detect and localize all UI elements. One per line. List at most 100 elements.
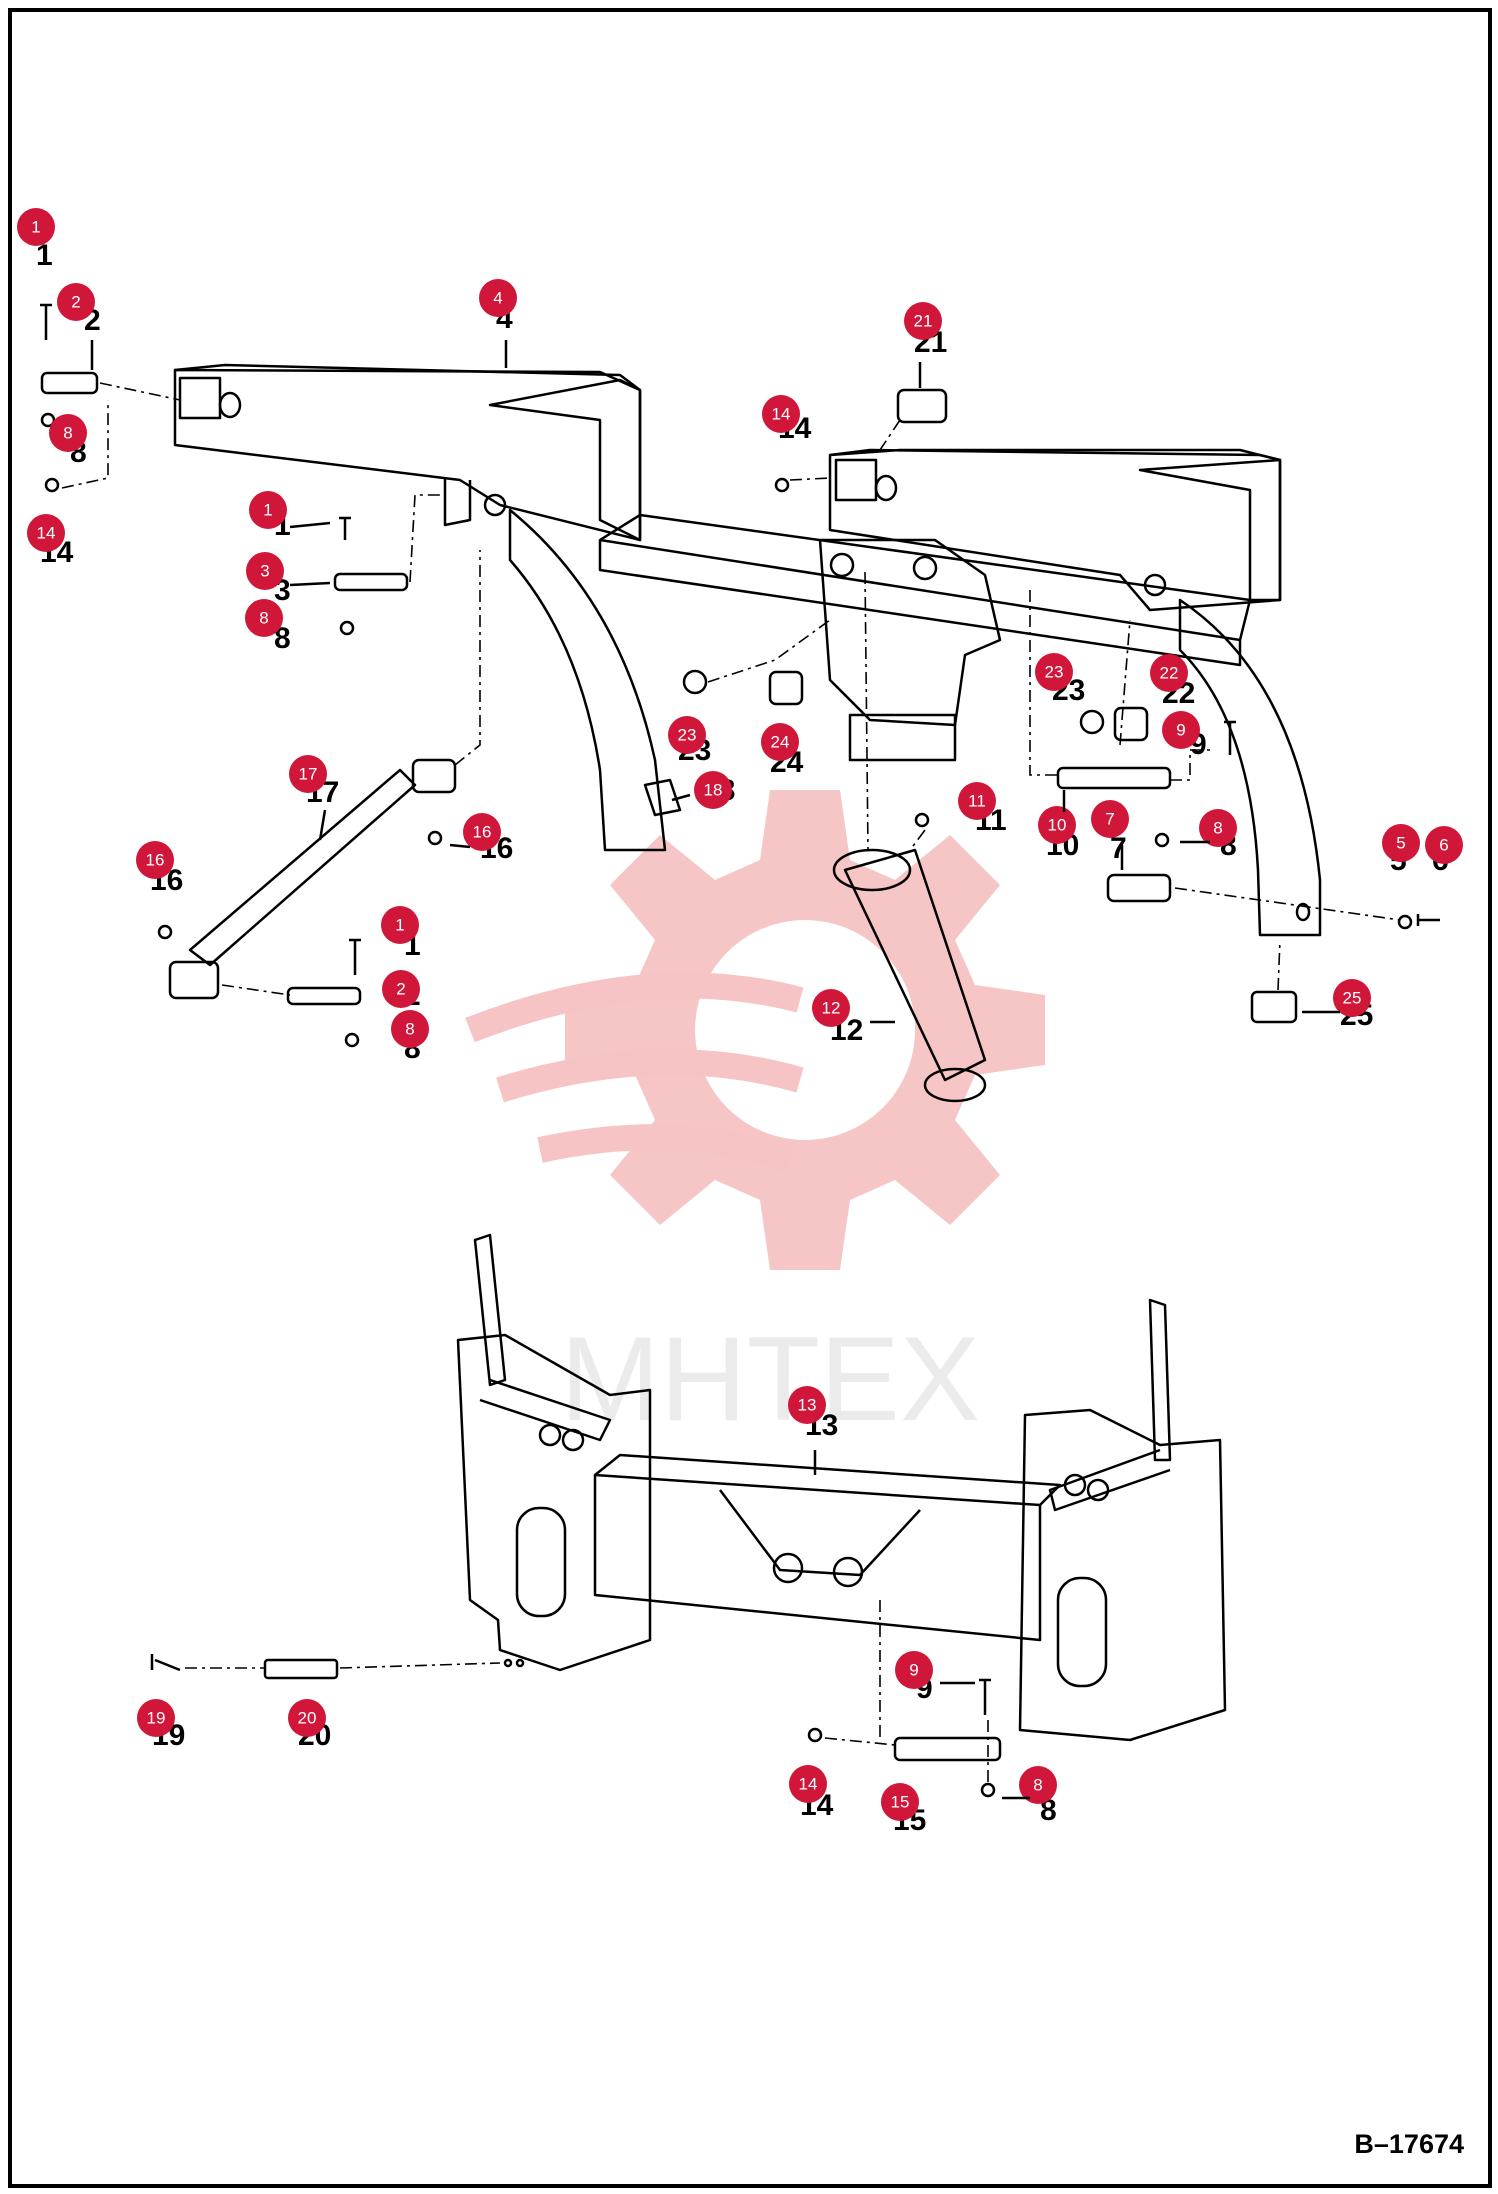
nut-8-c (344, 1032, 360, 1048)
bolt-9-lower (979, 1678, 991, 1715)
bolt-19 (150, 1654, 181, 1672)
left-arm-face (488, 378, 642, 542)
right-bolt-b (1086, 1478, 1110, 1502)
frame-dot-a (503, 1658, 513, 1668)
left-bolt-b (561, 1428, 585, 1452)
callout-1: 1 (381, 906, 419, 944)
svg-text:6: 6 (1439, 836, 1448, 855)
svg-text:21: 21 (914, 312, 933, 331)
right-slot (1056, 1576, 1108, 1688)
bolt-9-upper (1224, 720, 1236, 755)
callout-9: 9 (895, 1651, 933, 1689)
nut-8-e (980, 1782, 996, 1798)
callout-badges: 1 2 4 8 14 1 3 8 21 14 23 22 9 23 24 18 … (17, 208, 1463, 1821)
svg-text:14: 14 (772, 405, 791, 424)
fitting-11 (914, 812, 930, 828)
left-arm-pivot (483, 493, 507, 517)
callout-1: 1 (17, 208, 55, 246)
svg-text:5: 5 (1396, 834, 1405, 853)
svg-text:9: 9 (1176, 721, 1185, 740)
cross-beam-lower (598, 540, 1242, 667)
callout-14: 14 (789, 1765, 827, 1803)
callout-14: 14 (762, 395, 800, 433)
callout-7: 7 (1091, 800, 1129, 838)
tilt-link-barrel-top (411, 758, 457, 794)
centre-mount-block (848, 713, 957, 762)
svg-text:23: 23 (678, 726, 697, 745)
svg-text:4: 4 (493, 289, 502, 308)
callout-8: 8 (1019, 1766, 1057, 1804)
svg-text:17: 17 (299, 765, 318, 784)
right-upright (1178, 598, 1322, 937)
left-upright-tab (643, 778, 682, 817)
bracket-pin-left (772, 1552, 804, 1584)
svg-text:1: 1 (395, 916, 404, 935)
callout-5: 5 (1382, 824, 1420, 862)
svg-text:15: 15 (891, 1793, 910, 1812)
nut-8-d (1154, 832, 1170, 848)
callout-12: 12 (812, 989, 850, 1027)
bolt-6 (1416, 914, 1440, 926)
callout-16: 16 (136, 841, 174, 879)
svg-text:11: 11 (968, 792, 986, 811)
washer-5 (1397, 914, 1413, 930)
callout-8: 8 (49, 414, 87, 452)
callout-18: 18 (694, 771, 732, 809)
svg-text:1: 1 (263, 501, 272, 520)
svg-text:8: 8 (1033, 1776, 1042, 1795)
callout-13: 13 (788, 1386, 826, 1424)
svg-text:8: 8 (63, 424, 72, 443)
callout-2: 2 (57, 283, 95, 321)
left-bolt-a (538, 1423, 562, 1447)
left-arm-top (174, 363, 641, 391)
right-handle-arm (1048, 1448, 1171, 1512)
callout-2: 2 (382, 970, 420, 1008)
tilt-link-barrel-bottom (168, 960, 220, 1000)
callout-21: 21 (904, 302, 942, 340)
left-upright (508, 508, 667, 852)
cross-frame-top (594, 1453, 1062, 1506)
watermark-swoosh (465, 972, 804, 1173)
svg-text:9: 9 (909, 1661, 918, 1680)
left-arm-bracket (443, 478, 472, 527)
svg-text:10: 10 (1048, 816, 1067, 835)
right-side-plate (1018, 1408, 1227, 1742)
callout-15: 15 (881, 1783, 919, 1821)
left-handle (473, 1233, 507, 1387)
right-arm-hole (874, 474, 898, 502)
centre-mount-hole-right (912, 555, 938, 581)
bushing-22 (1113, 706, 1149, 742)
callout-8: 8 (391, 1010, 429, 1048)
svg-text:12: 12 (822, 999, 841, 1018)
pin-15 (893, 1736, 1002, 1762)
centre-mount-hole-left (829, 552, 855, 578)
callout-17: 17 (289, 755, 327, 793)
svg-text:8: 8 (1213, 819, 1222, 838)
hydraulic-cylinder (843, 848, 987, 1082)
svg-text:23: 23 (1045, 663, 1064, 682)
bushing-25 (1250, 990, 1298, 1024)
svg-text:8: 8 (405, 1020, 414, 1039)
left-slot (515, 1506, 567, 1618)
bushing-23-left (682, 669, 708, 695)
callout-23: 23 (1035, 653, 1073, 691)
tilt-link (188, 768, 417, 967)
bushing-24 (768, 670, 804, 706)
watermark-gear-icon (565, 790, 1045, 1270)
watermark: MHTEX (465, 790, 1045, 1446)
pin-2-upper (40, 371, 99, 395)
svg-text:18: 18 (704, 781, 723, 800)
fitting-14-b (774, 477, 790, 493)
pin-10 (1056, 766, 1172, 790)
svg-text:24: 24 (771, 733, 790, 752)
callout-14: 14 (27, 514, 65, 552)
pin-2-lower (286, 986, 362, 1006)
svg-text:16: 16 (473, 823, 492, 842)
left-arm (173, 368, 642, 542)
fitting-14-a (44, 477, 60, 493)
frame-dot-b (515, 1658, 525, 1668)
callout-1: 1 (249, 491, 287, 529)
callout-3: 3 (246, 552, 284, 590)
plate-20 (263, 1658, 339, 1680)
right-arm-pivot (1143, 573, 1167, 597)
